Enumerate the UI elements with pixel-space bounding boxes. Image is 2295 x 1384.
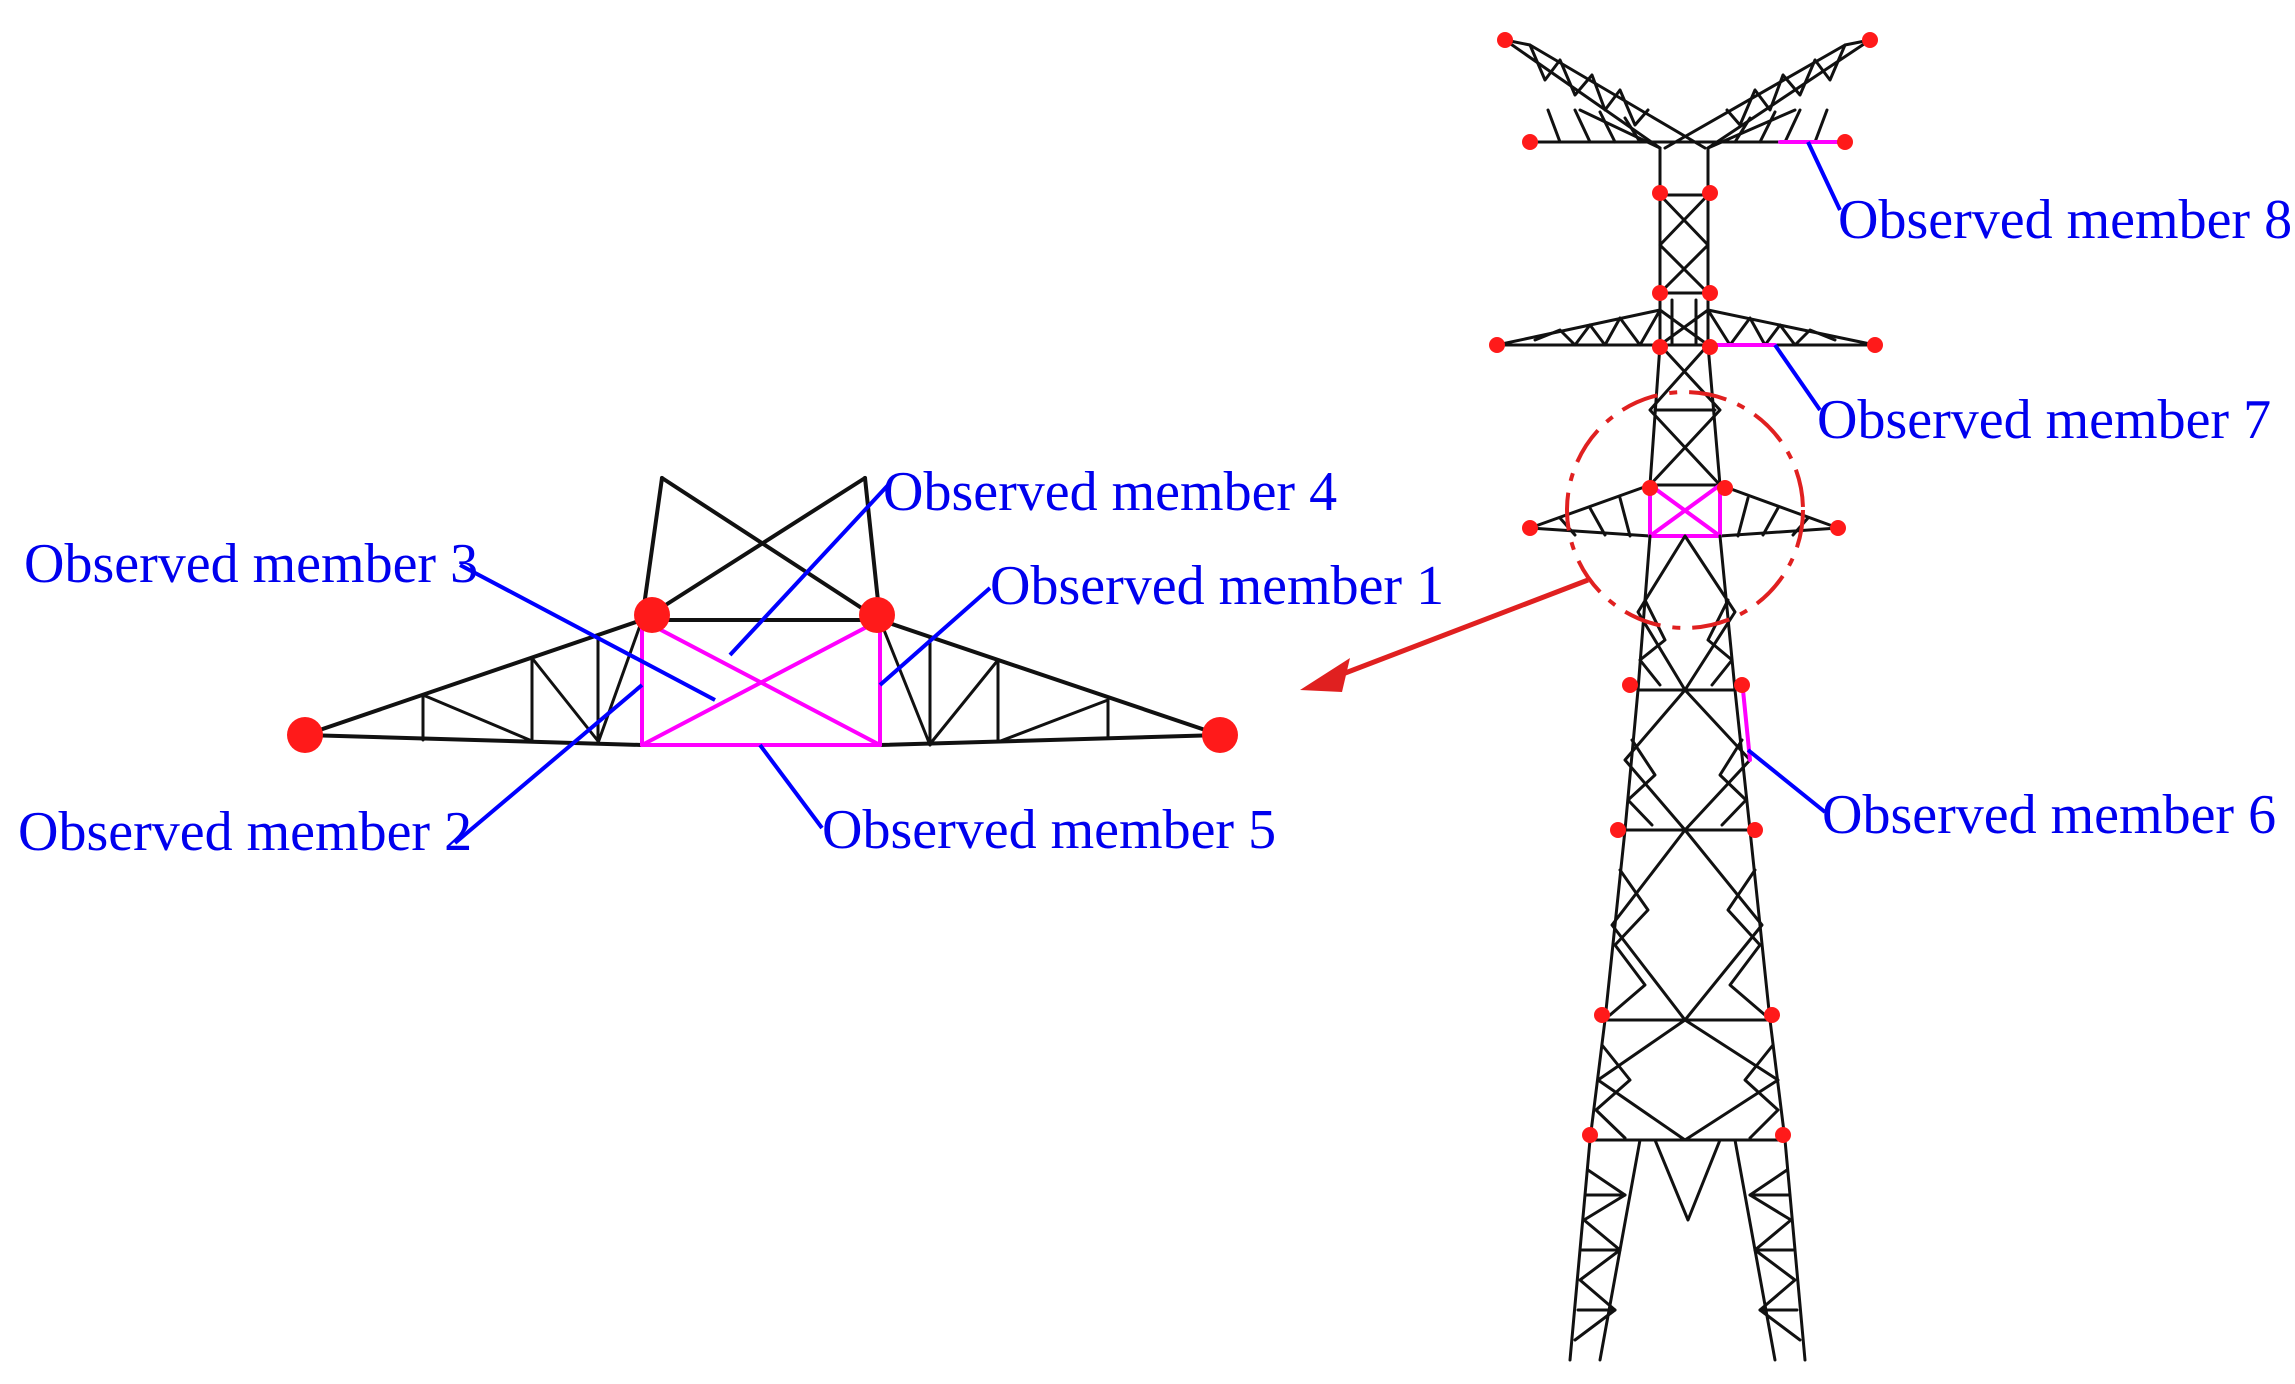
node [1622,677,1638,693]
detail-circle [1565,390,1805,630]
tower-nodes [1489,32,1883,1143]
node [1862,32,1878,48]
node [1522,520,1538,536]
leader-member-8 [1806,141,1842,211]
label-observed-member-8: Observed member 8 [1838,189,2292,251]
leader-member-5 [758,743,824,830]
node [287,717,323,753]
node [1610,822,1626,838]
node [1867,337,1883,353]
label-observed-member-4: Observed member 4 [883,461,1337,523]
leader-member-2 [453,683,644,845]
label-observed-member-3: Observed member 3 [24,533,478,595]
label-observed-member-7: Observed member 7 [1817,389,2271,451]
label-observed-member-5: Observed member 5 [822,799,1276,861]
crossarm-detail [287,476,1238,845]
node [1652,285,1668,301]
node [1652,339,1668,355]
node [1594,1007,1610,1023]
node [634,597,670,633]
node [1734,677,1750,693]
node [1830,520,1846,536]
leader-member-7 [1773,343,1822,412]
node [1489,337,1505,353]
label-observed-member-1: Observed member 1 [990,555,1444,617]
node [1522,134,1538,150]
leader-member-3 [459,563,716,702]
node [1642,480,1658,496]
node [1702,285,1718,301]
node [1837,134,1853,150]
leader-member-1 [878,586,992,687]
label-observed-member-6: Observed member 6 [1822,784,2276,846]
transmission-tower [1489,32,1883,1362]
node [1747,822,1763,838]
node [1202,717,1238,753]
node [1775,1127,1791,1143]
label-observed-member-2: Observed member 2 [18,801,472,863]
node [1702,185,1718,201]
node [1582,1127,1598,1143]
node [1717,480,1733,496]
detail-arrow [1300,577,1589,692]
leader-member-6 [1746,748,1827,814]
node [1652,185,1668,201]
node [859,597,895,633]
node [1764,1007,1780,1023]
node [1702,339,1718,355]
node [1497,32,1513,48]
leader-member-4 [728,481,892,657]
